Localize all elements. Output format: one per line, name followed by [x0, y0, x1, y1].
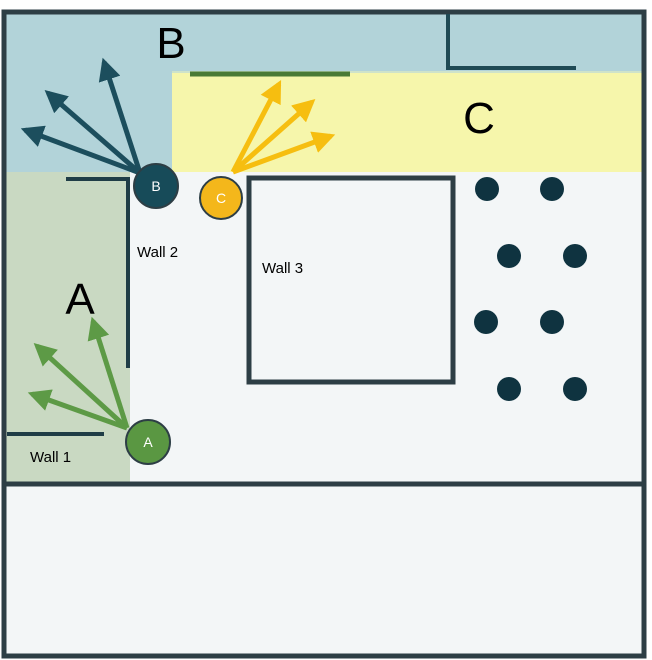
arrow-a-2	[33, 342, 129, 430]
obstacle-dot	[497, 377, 521, 401]
arrow-a-3	[87, 316, 130, 429]
arrow-c-2	[231, 99, 316, 174]
zone-a-letter: A	[65, 275, 95, 324]
obstacle-dots	[474, 177, 587, 401]
marker-c-label: C	[216, 190, 226, 206]
arrow-b-3	[98, 57, 143, 174]
outer-wall	[1, 9, 647, 659]
arrows-c	[230, 80, 336, 175]
wall-2	[66, 177, 130, 368]
obstacle-dot	[475, 177, 499, 201]
arrow-c-3	[232, 131, 336, 175]
arrows-b	[20, 57, 143, 176]
marker-b-circle	[133, 163, 179, 209]
wall-2-label: Wall 2	[137, 244, 178, 261]
obstacle-dot	[540, 177, 564, 201]
wall-3-label: Wall 3	[262, 260, 303, 277]
zone-c-letter: C	[463, 94, 495, 143]
arrow-c-1	[230, 80, 282, 174]
marker-c-circle	[199, 176, 243, 220]
obstacle-dot	[474, 310, 498, 334]
arrows-a	[27, 316, 130, 431]
arrow-b-1	[20, 125, 141, 176]
marker-a-circle	[125, 419, 171, 465]
obstacle-dot	[563, 377, 587, 401]
obstacle-dot	[563, 244, 587, 268]
wall-3	[246, 175, 456, 385]
zone-b-letter: B	[156, 19, 185, 68]
marker-c: C	[199, 176, 243, 220]
zone-b-area	[4, 12, 644, 172]
obstacle-dot	[540, 310, 564, 334]
alcove-wall	[446, 14, 576, 70]
marker-a: A	[125, 419, 171, 465]
obstacle-dot	[497, 244, 521, 268]
marker-b-label: B	[151, 178, 160, 194]
arrow-b-2	[44, 90, 142, 175]
wall-1-label: Wall 1	[30, 449, 71, 466]
marker-a-label: A	[143, 434, 153, 450]
arrow-a-1	[27, 389, 128, 431]
marker-b: B	[133, 163, 179, 209]
